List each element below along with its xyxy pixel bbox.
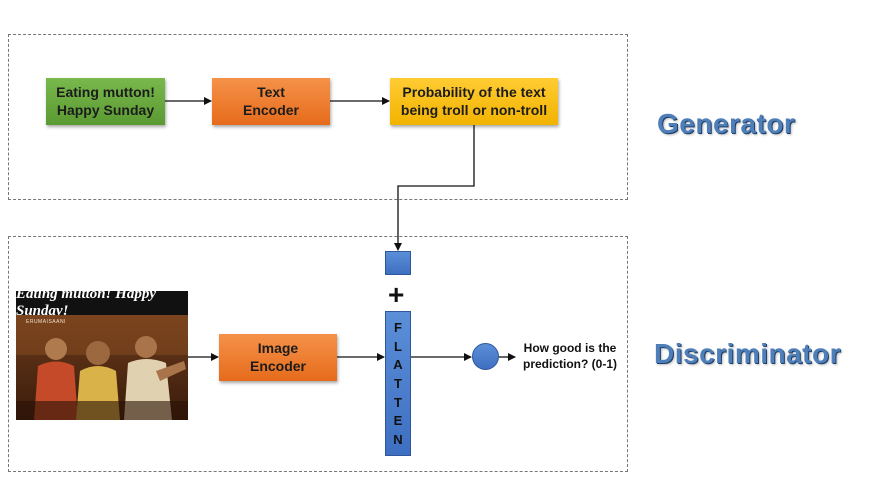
probability-box: Probability of the text being troll or n…	[390, 78, 558, 125]
flatten-letter: A	[393, 357, 403, 373]
input-text-box: Eating mutton! Happy Sunday	[46, 78, 165, 125]
discriminator-region	[8, 236, 628, 472]
meme-caption: Eating mutton! Happy Sunday!	[16, 291, 188, 319]
flatten-letter: E	[393, 413, 403, 429]
flatten-letter: N	[393, 432, 403, 448]
probability-vector-square	[385, 251, 411, 275]
output-node-circle	[472, 343, 499, 370]
flatten-letter: F	[394, 319, 402, 335]
meme-watermark: ERUMAISAANI	[26, 319, 66, 325]
arrow-probability-to-square	[394, 125, 475, 251]
plus-sign: +	[388, 279, 405, 310]
flatten-letter: T	[394, 394, 402, 410]
flatten-letter: L	[394, 338, 402, 354]
text-encoder-box: Text Encoder	[212, 78, 330, 125]
generator-region	[8, 34, 628, 200]
image-encoder-box: Image Encoder	[219, 334, 337, 381]
meme-image: Eating mutton! Happy Sunday! ERUMAISAANI	[16, 291, 188, 420]
flatten-bar: F L A T T E N	[385, 311, 411, 456]
flatten-letter: T	[394, 375, 402, 391]
meme-scene	[16, 315, 188, 420]
discriminator-label: Discriminator	[654, 338, 841, 369]
generator-label: Generator	[657, 108, 796, 139]
output-text: How good is the prediction? (0-1)	[522, 341, 617, 372]
